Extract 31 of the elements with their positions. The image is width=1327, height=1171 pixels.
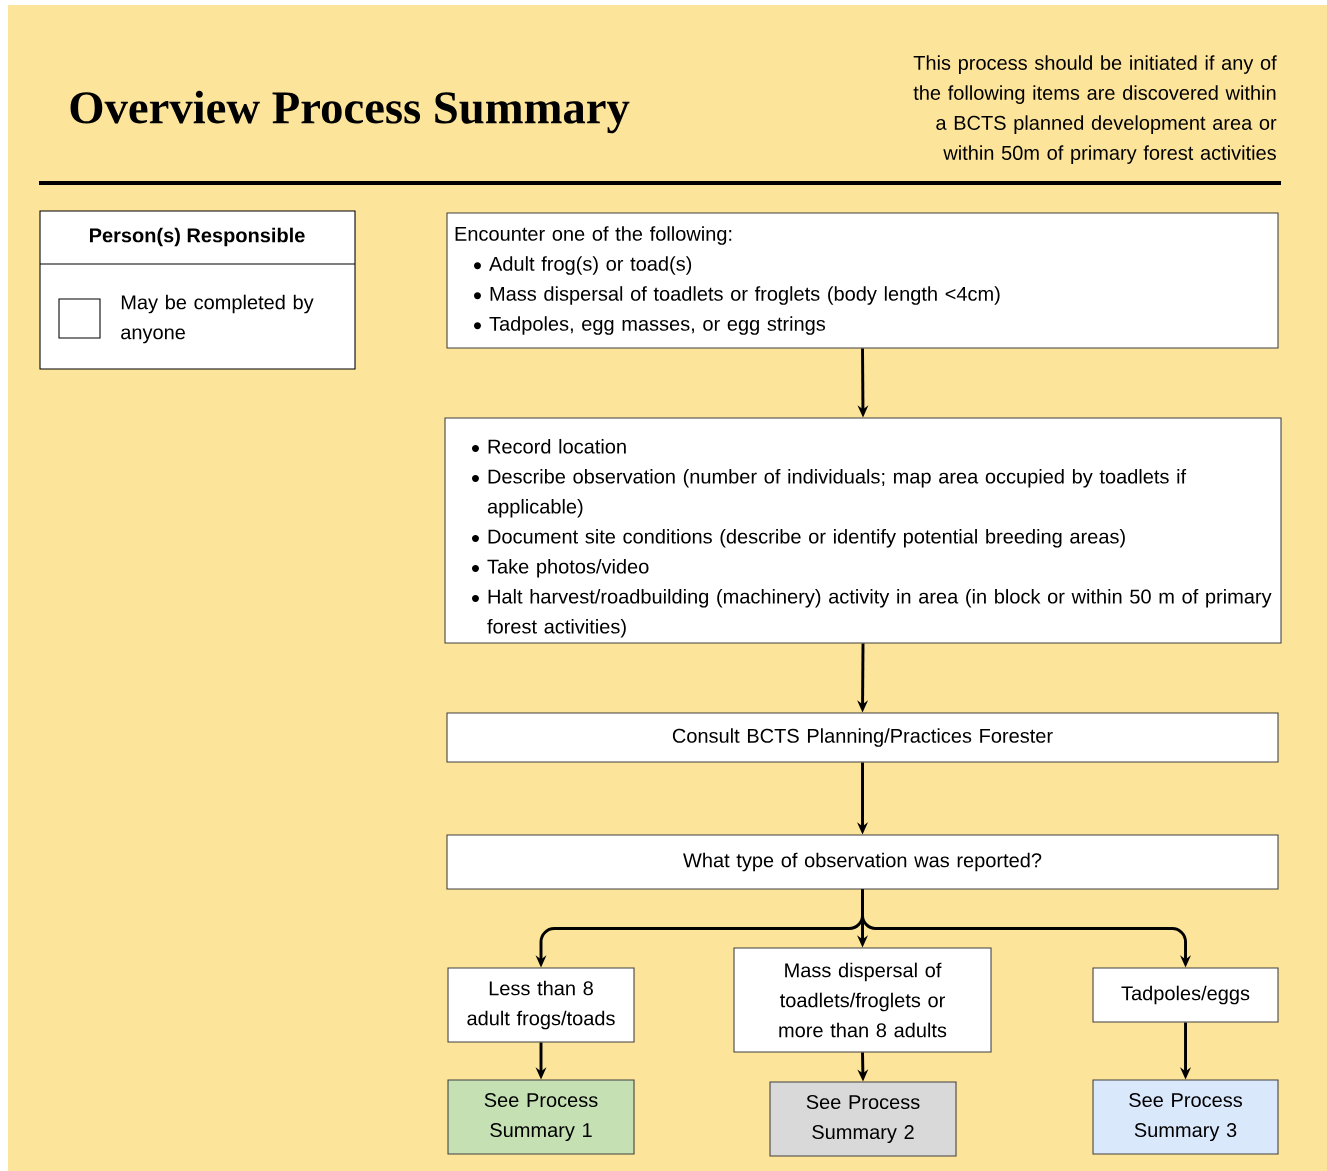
question-box xyxy=(446,834,1279,890)
box-text: What type of observation was reported? xyxy=(683,852,1042,872)
bullet-item: Halt harvest/roadbuilding (machinery) activity in area (in block or within 50 m of primary forest activities) xyxy=(472,588,1272,638)
bullet-item: Take photos/video xyxy=(472,558,649,578)
option-box xyxy=(447,967,635,1043)
bullet-item: Tadpoles, egg masses, or egg strings xyxy=(474,316,826,335)
title: Overview Process Summary xyxy=(70,90,630,134)
legend-text: May be completed by anyone xyxy=(121,294,314,344)
box-text: Mass dispersal of toadlets/froglets or more than 8 adults xyxy=(779,962,947,1038)
process-box xyxy=(446,212,1279,349)
option-box xyxy=(733,947,992,1053)
box-text: See Process Summary 3 xyxy=(1129,1092,1242,1142)
bullet-item: Record location xyxy=(472,438,626,454)
note: This process should be initiated if any of the following items are discovered within a BCTS planned development area or within 50m of primary forest activities xyxy=(913,55,1277,164)
result-box xyxy=(447,1079,635,1155)
bullet-item: Mass dispersal of toadlets or froglets (body length <4cm) xyxy=(474,286,1000,305)
result-box xyxy=(769,1081,957,1157)
legend-heading: Person(s) Responsible xyxy=(90,227,305,247)
box-text: See Process Summary 2 xyxy=(806,1094,920,1144)
box-text: Less than 8 adult frogs/toads xyxy=(467,980,615,1030)
box-text: Consult BCTS Planning/Practices Forester xyxy=(672,728,1053,747)
bullet-item: Document site conditions (describe or identify potential breeding areas) xyxy=(472,528,1125,548)
result-box xyxy=(1092,1079,1279,1155)
box-text: Tadpoles/eggs xyxy=(1121,985,1250,1005)
process-box xyxy=(446,712,1279,763)
box-heading: Encounter one of the following: xyxy=(455,226,732,245)
bullet-item: Adult frog(s) or toad(s) xyxy=(474,256,692,275)
box-text: See Process Summary 1 xyxy=(484,1092,598,1142)
process-box xyxy=(444,417,1282,644)
option-box xyxy=(1092,967,1279,1023)
bullet-item: Describe observation (number of individuals; map area occupied by toadlets if applicable) xyxy=(472,468,1187,518)
